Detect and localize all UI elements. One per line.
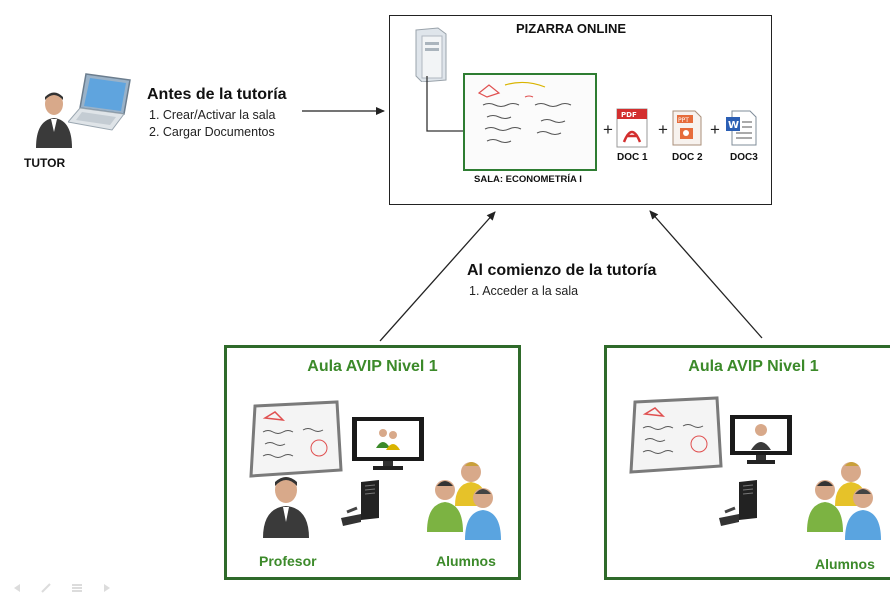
tutor-group: TUTOR [22,70,142,175]
doc-2-label: DOC 2 [672,152,703,163]
aula-right-box: Aula AVIP Nivel 1 Alumnos [604,345,890,580]
plus-sign-2: + [658,120,668,139]
menu-icon [72,584,82,592]
laptop-icon [68,73,131,131]
start-step-1: 1. Acceder a la sala [469,284,579,298]
slide-nav-controls[interactable] [6,582,116,594]
svg-text:W: W [728,120,739,131]
before-heading: Antes de la tutoría [147,86,287,103]
next-slide-icon [104,584,110,592]
plus-sign-1: + [603,120,613,139]
whiteboard-icon [629,396,723,474]
prev-slide-icon [14,584,20,592]
whiteboard-icon [249,400,343,478]
doc-3-label: DOC3 [730,152,758,163]
before-step-1: 1. Crear/Activar la sala [149,108,276,122]
pizarra-online-box: PIZARRA ONLINE SALA: ECONOMETRÍA I + PDF [389,15,772,205]
arrow-right-aula-to-board [649,210,763,339]
alumnos-label-right: Alumnos [815,556,875,572]
alumnos-group-icon [807,462,881,540]
svg-text:PDF: PDF [621,111,637,119]
alumnos-label-left: Alumnos [436,553,496,569]
aula-right-title: Aula AVIP Nivel 1 [688,358,819,375]
alumnos-group-icon [427,462,501,540]
ppt-icon: PPT [672,110,702,146]
plus-sign-3: + [710,120,720,139]
aula-left-box: Aula AVIP Nivel 1 Profesor [224,345,521,580]
profesor-person-icon [263,477,309,538]
start-heading: Al comienzo de la tutoría [467,262,657,279]
tutor-label: TUTOR [24,156,66,170]
room-label: SALA: ECONOMETRÍA I [474,174,582,185]
arrow-left-aula-to-board [379,211,496,342]
server-icon [415,27,447,82]
computer-tower-icon [719,480,757,526]
before-step-2: 2. Cargar Documentos [149,125,275,139]
doc-1-label: DOC 1 [617,152,648,163]
profesor-label: Profesor [259,553,317,569]
connector-line [426,76,464,132]
whiteboard-thumbnail [463,73,597,171]
aula-left-title: Aula AVIP Nivel 1 [307,358,438,375]
pdf-icon: PDF [616,108,648,148]
monitor-video-icon [352,417,424,470]
pizarra-title: PIZARRA ONLINE [516,21,627,36]
pen-icon [41,583,51,593]
word-icon: W [726,110,757,146]
computer-tower-icon [341,480,379,526]
tutor-person-icon [36,92,72,148]
monitor-video-icon [730,415,792,464]
svg-text:PPT: PPT [678,117,689,124]
whiteboard-sketch [477,81,572,143]
